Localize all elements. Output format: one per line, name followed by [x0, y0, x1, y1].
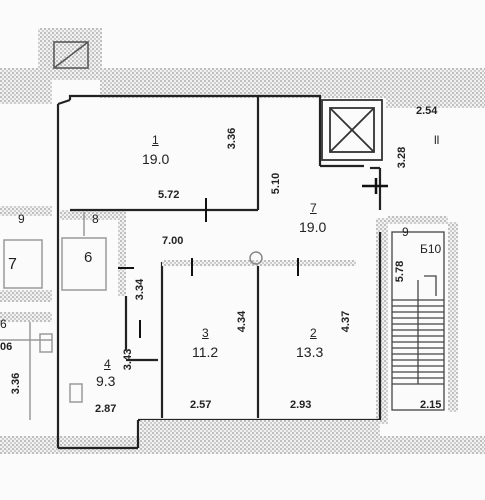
dimension-5-78: 5.78	[394, 260, 407, 283]
room-3-area: 11.2	[192, 344, 219, 360]
room-7-number: 7	[310, 201, 317, 215]
room-1-area: 19.0	[142, 151, 170, 167]
dimension-2-15: 2.15	[420, 399, 442, 411]
column-icon	[249, 251, 263, 265]
shaft-symbol	[53, 41, 89, 69]
room-7-area: 19.0	[299, 219, 327, 235]
neighbor-room-8: 8	[92, 212, 99, 226]
neighbor-room-7: 7	[8, 256, 17, 273]
lift-shaft-icon	[321, 99, 383, 161]
room-2-number: 2	[310, 326, 317, 340]
dimension-3-28: 3.28	[396, 146, 409, 169]
dimension-5-10: 5.10	[270, 172, 283, 195]
edge-label-6: 6	[0, 317, 7, 331]
neighbor-room-9: 9	[18, 212, 25, 226]
surrounding-walls	[0, 28, 485, 454]
stair-label-9: 9	[402, 225, 409, 239]
door-icon	[362, 178, 388, 194]
neighbor-partitions	[0, 212, 107, 420]
edge-label-06: 06	[0, 341, 13, 353]
dimension-5-72: 5.72	[158, 189, 180, 201]
room-1-number: 1	[152, 133, 159, 147]
dimension-3-36-top: 3.36	[226, 127, 239, 150]
stair-label-b10: Б10	[420, 242, 442, 256]
staircase-icon	[391, 231, 445, 411]
room-4-number: 4	[104, 357, 111, 371]
dimension-2-54: 2.54	[416, 105, 438, 117]
dimension-4-37: 4.37	[340, 310, 353, 333]
neighbor-room-6: 6	[84, 249, 93, 266]
dimension-2-87: 2.87	[95, 403, 117, 415]
room-4-area: 9.3	[96, 373, 116, 389]
stair-label-ll: ll	[434, 133, 440, 147]
corridor-partition	[140, 260, 380, 436]
dimension-2-93: 2.93	[290, 399, 312, 411]
dimension-7-00: 7.00	[162, 235, 184, 247]
dimension-3-34: 3.34	[134, 278, 147, 301]
wall-ticks	[118, 198, 299, 338]
dimension-4-34: 4.34	[236, 310, 249, 333]
dimension-3-36-left: 3.36	[10, 372, 23, 395]
room-2-area: 13.3	[296, 344, 324, 360]
dimension-3-43: 3.43	[122, 348, 135, 371]
room-3-number: 3	[202, 326, 209, 340]
dimension-2-57: 2.57	[190, 399, 212, 411]
